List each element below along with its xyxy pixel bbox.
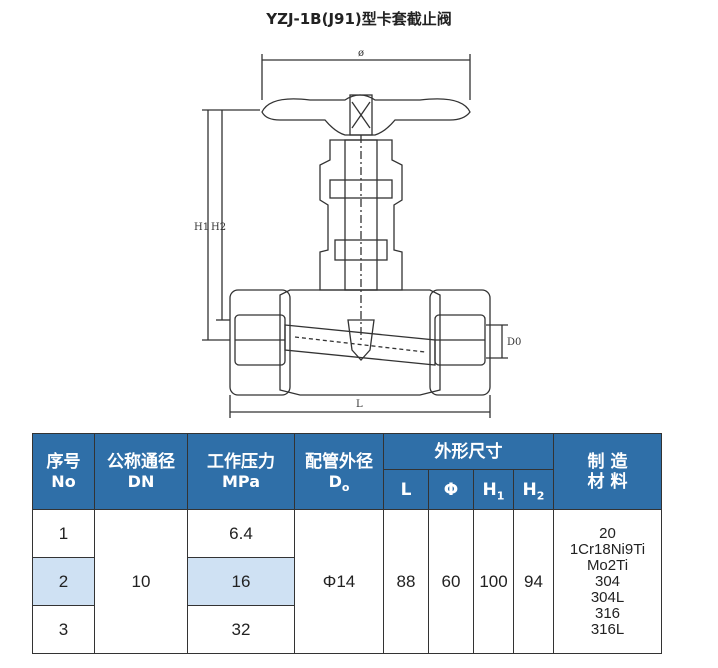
dn-value: 10 xyxy=(94,509,188,654)
row-no: 2 xyxy=(32,557,95,606)
header-d0-en-sub: o xyxy=(341,480,350,494)
handwheel xyxy=(261,94,471,136)
material-item: 304 xyxy=(594,572,621,590)
material-item: 316L xyxy=(590,620,625,638)
header-dim-h2-sub: 2 xyxy=(536,488,545,502)
spec-table: 序号 No 公称通径 DN 工作压力 MPa 配管外径 Do 外形尺寸 制 造 … xyxy=(32,433,662,654)
header-d0-en-main: D xyxy=(328,471,342,491)
header-dn: 公称通径 DN xyxy=(94,433,188,510)
valve-disc xyxy=(347,319,375,361)
valve-body xyxy=(279,289,441,396)
h1-label: H1 xyxy=(194,222,209,233)
header-d0-en: Do xyxy=(295,471,383,494)
header-d0-cn: 配管外径 xyxy=(305,451,373,472)
document-title: YZJ-1B(J91)型卡套截止阀 xyxy=(266,10,452,28)
material-item: 20 xyxy=(599,524,616,542)
header-mpa: 工作压力 MPa xyxy=(187,433,295,510)
header-mpa-en: MPa xyxy=(221,471,260,491)
header-material-line2: 材 料 xyxy=(587,471,628,492)
table-row: 1 10 6.4 Φ14 88 60 100 94 20 1Cr18Ni9Ti … xyxy=(32,509,662,654)
table-row: 2 16 xyxy=(32,557,662,606)
header-no-cn: 序号 xyxy=(46,451,81,472)
valve-cross-section-svg: ø H1 H2 D0 L xyxy=(194,48,521,418)
material-list: 20 1Cr18Ni9Ti Mo2Ti 304 304L 316 316L xyxy=(553,509,662,654)
row-no: 1 xyxy=(32,509,95,558)
header-d0: 配管外径 Do xyxy=(294,433,384,510)
h1-value: 100 xyxy=(473,509,514,654)
header-material: 制 造 材 料 xyxy=(553,433,662,510)
row-mpa: 32 xyxy=(187,605,295,654)
d0-label: D0 xyxy=(507,337,521,348)
header-no-en: No xyxy=(51,471,76,491)
l-label: L xyxy=(356,399,363,410)
row-mpa: 6.4 xyxy=(187,509,295,558)
phi-value: 60 xyxy=(428,509,474,654)
header-dim-h2: H2 xyxy=(513,469,554,510)
right-connector xyxy=(429,289,491,396)
valve-drawing: ø H1 H2 D0 L xyxy=(180,40,540,425)
header-dn-en: DN xyxy=(127,471,155,491)
d0-value: Φ14 xyxy=(294,509,384,654)
material-item: 304L xyxy=(590,588,625,606)
row-mpa: 16 xyxy=(187,557,295,606)
h2-value: 94 xyxy=(513,509,554,654)
phi-label: ø xyxy=(358,48,364,59)
header-dn-cn: 公称通径 xyxy=(107,451,175,472)
header-dim-h1: H1 xyxy=(473,469,514,510)
header-dim-h1-sub: 1 xyxy=(496,488,505,502)
header-mpa-cn: 工作压力 xyxy=(207,451,275,472)
row-no: 3 xyxy=(32,605,95,654)
header-dim-phi: Φ xyxy=(428,469,474,510)
header-dim-l: L xyxy=(383,469,429,510)
header-dim-h1-main: H xyxy=(482,479,497,500)
h2-label: H2 xyxy=(211,222,226,233)
left-connector xyxy=(229,289,291,396)
l-value: 88 xyxy=(383,509,429,654)
material-item: 1Cr18Ni9Ti xyxy=(569,540,646,558)
material-item: Mo2Ti xyxy=(586,556,629,574)
flow-passage xyxy=(284,324,436,366)
header-dims: 外形尺寸 xyxy=(383,433,554,470)
header-material-line1: 制 造 xyxy=(587,451,628,472)
material-item: 316 xyxy=(594,604,621,622)
header-no: 序号 No xyxy=(32,433,95,510)
table-row: 3 32 xyxy=(32,605,662,654)
header-dim-h2-main: H xyxy=(522,479,537,500)
